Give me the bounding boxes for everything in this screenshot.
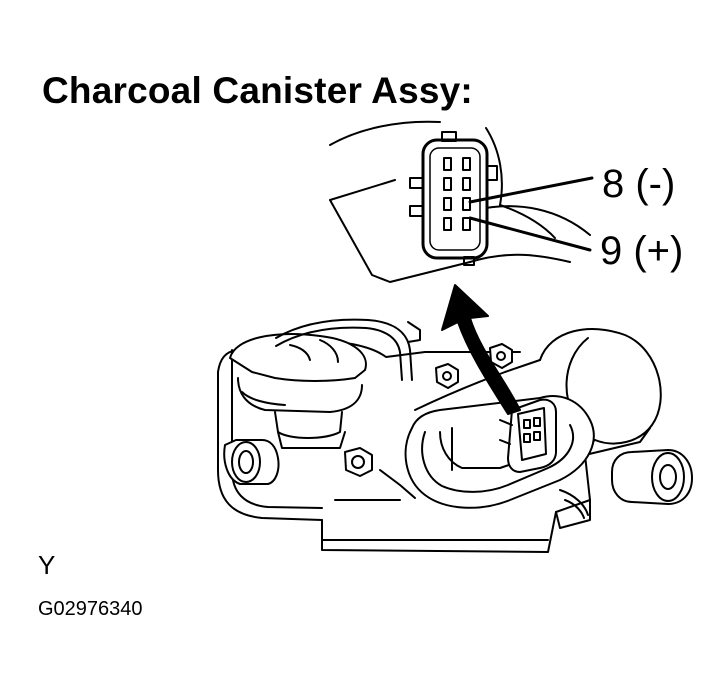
pin-8-leader [468, 176, 594, 204]
pin-cavity [443, 177, 452, 191]
diagram-title: Charcoal Canister Assy: [42, 70, 473, 111]
pin-cavity [443, 157, 452, 171]
pin-cavity [443, 217, 452, 231]
pin-cavity [462, 197, 471, 211]
connector-pointer-arrow [441, 284, 521, 415]
pin-cavity [462, 157, 471, 171]
pin-cavity [462, 217, 471, 231]
pin-8-label: 8 (-) [602, 162, 676, 206]
connector-callout-outline [329, 120, 591, 283]
figure-code: G02976340 [38, 598, 143, 620]
pin-cavity [462, 177, 471, 191]
canister-assembly [217, 318, 693, 553]
pin-cavity [443, 197, 452, 211]
view-letter: Y [38, 550, 56, 580]
pin-9-leader [468, 216, 592, 252]
pin-9-label: 9 (+) [600, 229, 684, 273]
